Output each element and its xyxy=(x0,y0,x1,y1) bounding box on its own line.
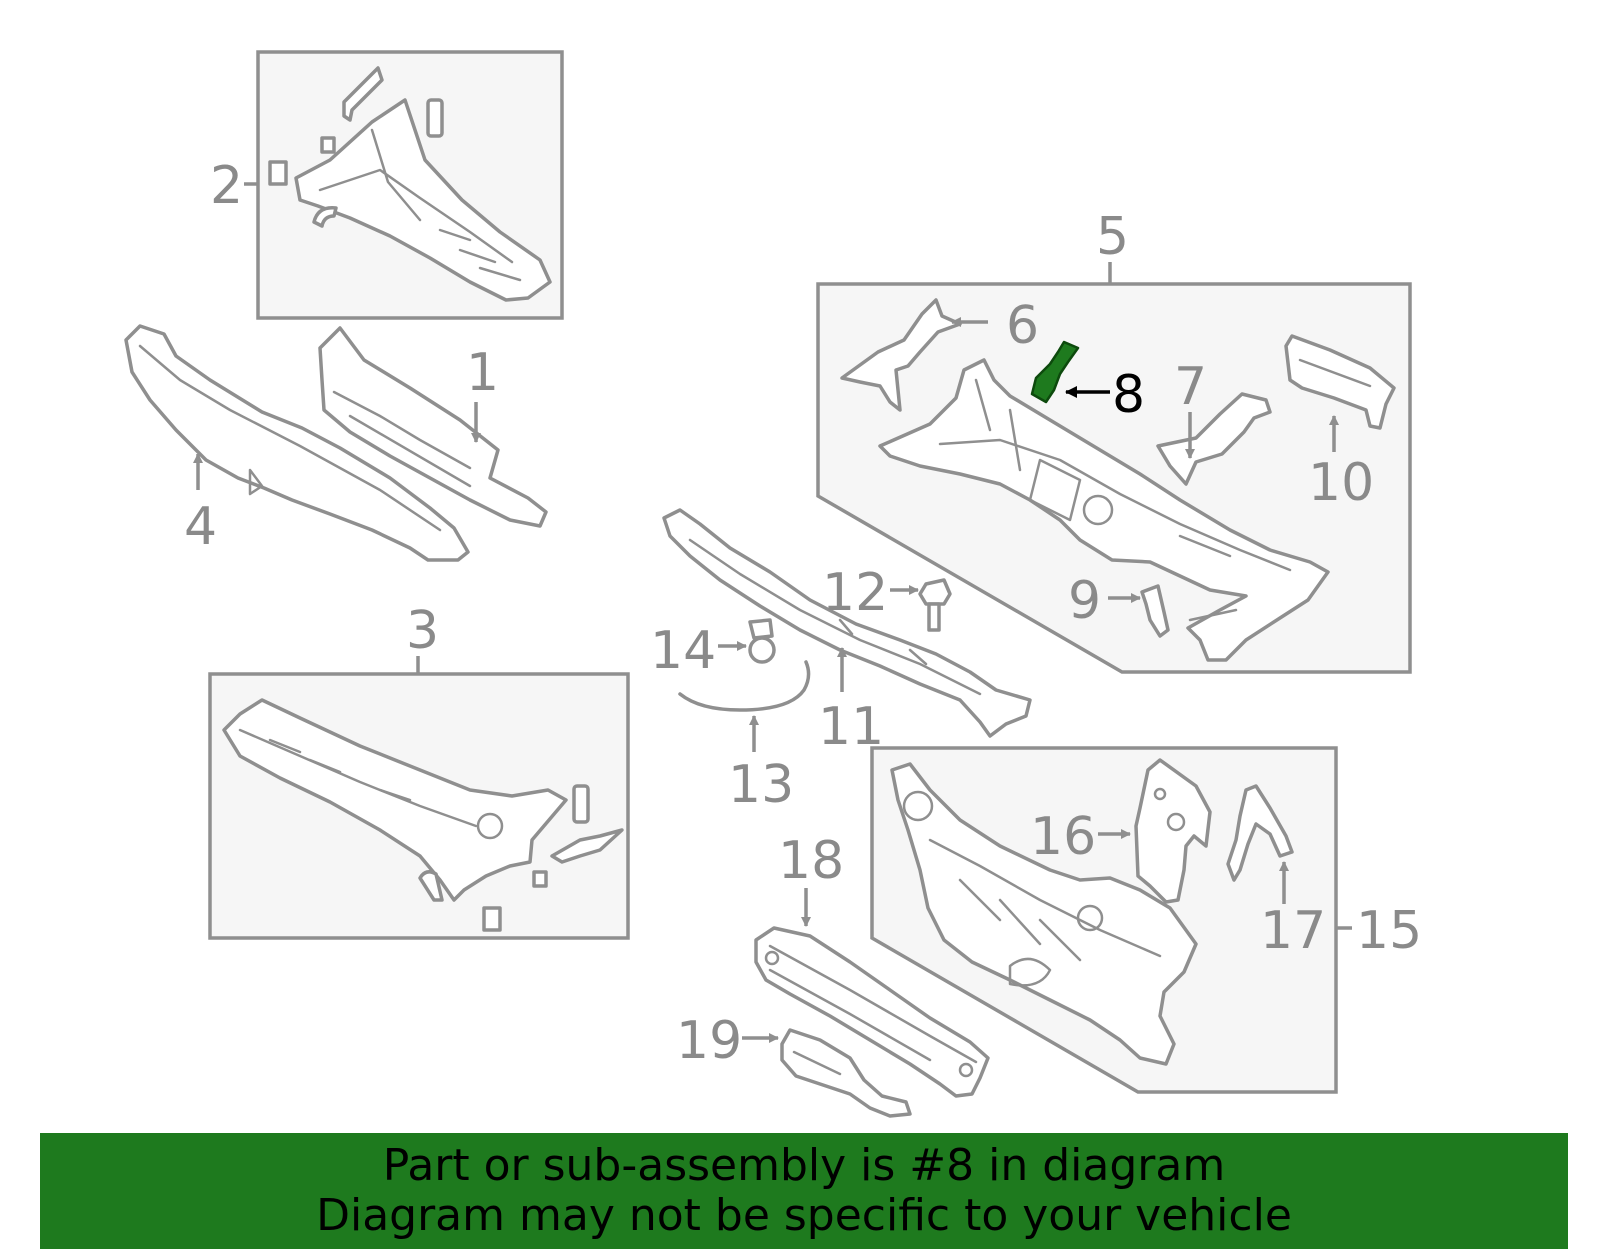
callout-15[interactable]: 15 xyxy=(1356,901,1422,961)
callout-19[interactable]: 19 xyxy=(676,1011,742,1071)
part-14: 14 xyxy=(650,618,776,681)
part-3-hook xyxy=(418,870,444,902)
group-box-2: 2 xyxy=(210,50,564,320)
part-19: 19 xyxy=(676,1011,912,1118)
callout-12[interactable]: 12 xyxy=(822,563,888,623)
callout-13[interactable]: 13 xyxy=(728,755,794,815)
callout-9[interactable]: 9 xyxy=(1068,571,1101,631)
part-5-dash-panel xyxy=(878,358,1330,662)
group-box-15: 16 17 xyxy=(870,746,1338,1094)
part-17-bracket xyxy=(1226,784,1294,882)
callout-8[interactable]: 8 xyxy=(1112,365,1145,425)
banner-line-1: Part or sub-assembly is #8 in diagram xyxy=(382,1140,1226,1191)
group-box-3: 3 xyxy=(208,601,630,940)
part-8-highlighted[interactable] xyxy=(1030,340,1080,404)
callout-6[interactable]: 6 xyxy=(1006,296,1039,356)
part-11: 11 xyxy=(662,508,1032,757)
callout-2[interactable]: 2 xyxy=(210,156,243,216)
part-3-clip-b xyxy=(482,906,502,932)
group-box-5: 5 6 8 7 10 9 xyxy=(816,207,1412,674)
part-9-clip xyxy=(1140,584,1170,638)
part-3-seal xyxy=(572,784,590,824)
callout-3[interactable]: 3 xyxy=(406,601,439,661)
part-2-clip-a xyxy=(268,160,288,186)
part-3-bracket xyxy=(550,828,624,864)
callout-17[interactable]: 17 xyxy=(1260,901,1326,961)
info-banner: Part or sub-assembly is #8 in diagram Di… xyxy=(40,1133,1568,1249)
part-6-bracket xyxy=(840,298,962,412)
part-1: 1 xyxy=(318,326,548,528)
part-7-bracket xyxy=(1156,392,1272,486)
callout-14[interactable]: 14 xyxy=(650,621,716,681)
part-12: 12 xyxy=(822,563,952,632)
part-2-hook xyxy=(312,206,338,228)
callout-1[interactable]: 1 xyxy=(466,343,499,403)
part-15-insulator xyxy=(890,762,1198,1066)
callout-16[interactable]: 16 xyxy=(1030,807,1096,867)
part-2-clip-b xyxy=(320,136,336,154)
callout-5[interactable]: 5 xyxy=(1096,207,1129,267)
callout-4[interactable]: 4 xyxy=(184,497,217,557)
callout-18[interactable]: 18 xyxy=(778,831,844,891)
part-13: 13 xyxy=(678,660,811,815)
part-10-bracket xyxy=(1284,334,1396,430)
banner-line-2: Diagram may not be specific to your vehi… xyxy=(316,1190,1292,1241)
part-3-cowl-panel xyxy=(222,698,568,902)
part-4: 4 xyxy=(124,324,470,562)
part-3-clip-a xyxy=(532,870,548,888)
part-18: 18 xyxy=(754,831,990,1098)
part-2-seal-c xyxy=(426,98,444,138)
callout-7[interactable]: 7 xyxy=(1174,357,1207,417)
callout-10[interactable]: 10 xyxy=(1308,453,1374,513)
part-2-clip-top xyxy=(342,66,384,122)
